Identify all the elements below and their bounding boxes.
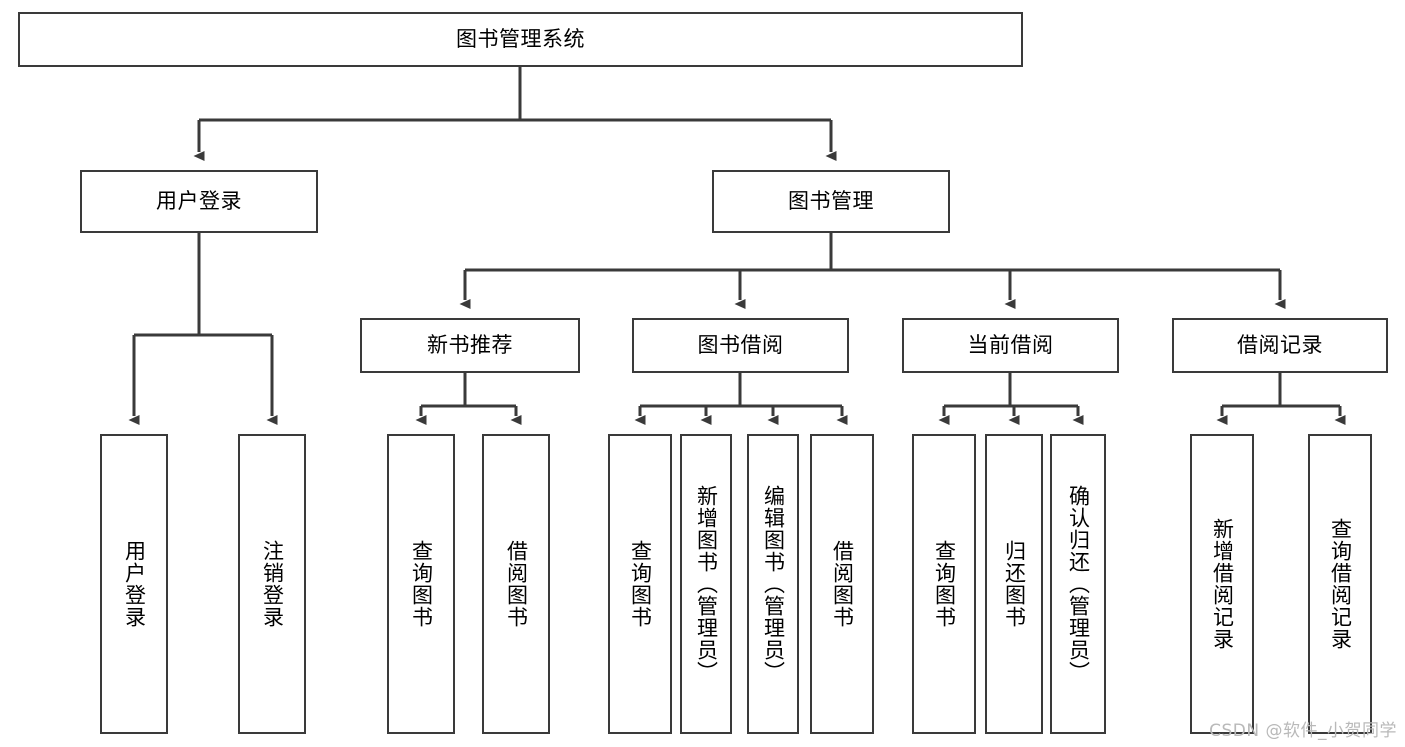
node-user-login[interactable]: 用户登录 [80, 170, 318, 233]
node-label: 查询图书 [932, 540, 957, 628]
leaf-rec-borrow-book[interactable]: 借阅图书 [482, 434, 550, 734]
node-book-manage[interactable]: 图书管理 [712, 170, 950, 233]
node-label: 图书管理系统 [456, 26, 585, 51]
node-label: 新增图书（管理员） [694, 485, 719, 683]
node-root[interactable]: 图书管理系统 [18, 12, 1023, 67]
node-label: 编辑图书（管理员） [761, 485, 786, 683]
node-label: 用户登录 [156, 188, 242, 213]
leaf-brw-borrow-book[interactable]: 借阅图书 [810, 434, 874, 734]
leaf-user-login[interactable]: 用户登录 [100, 434, 168, 734]
node-label: 归还图书 [1002, 540, 1027, 628]
node-label: 用户登录 [122, 540, 147, 628]
node-new-book-recommend[interactable]: 新书推荐 [360, 318, 580, 373]
node-label: 图书借阅 [697, 332, 784, 357]
leaf-rec-add-record[interactable]: 新增借阅记录 [1190, 434, 1254, 734]
node-label: 查询借阅记录 [1328, 518, 1353, 650]
node-label: 新增借阅记录 [1210, 518, 1235, 650]
node-label: 查询图书 [628, 540, 653, 628]
leaf-cur-query-book[interactable]: 查询图书 [912, 434, 976, 734]
leaf-cur-return-book[interactable]: 归还图书 [985, 434, 1043, 734]
node-label: 查询图书 [409, 540, 434, 628]
leaf-brw-query-book[interactable]: 查询图书 [608, 434, 672, 734]
leaf-rec-query-book[interactable]: 查询图书 [387, 434, 455, 734]
node-label: 借阅图书 [504, 540, 529, 628]
node-label: 当前借阅 [967, 332, 1054, 357]
node-current-borrow[interactable]: 当前借阅 [902, 318, 1119, 373]
leaf-rec-query-record[interactable]: 查询借阅记录 [1308, 434, 1372, 734]
node-borrow-record[interactable]: 借阅记录 [1172, 318, 1388, 373]
node-label: 借阅图书 [830, 540, 855, 628]
node-label: 新书推荐 [427, 332, 513, 357]
leaf-user-logout[interactable]: 注销登录 [238, 434, 306, 734]
node-label: 借阅记录 [1237, 332, 1323, 357]
node-book-borrow[interactable]: 图书借阅 [632, 318, 849, 373]
leaf-cur-confirm-return[interactable]: 确认归还（管理员） [1050, 434, 1106, 734]
leaf-brw-edit-book[interactable]: 编辑图书（管理员） [747, 434, 799, 734]
node-label: 注销登录 [260, 540, 285, 628]
node-label: 确认归还（管理员） [1066, 485, 1091, 683]
node-label: 图书管理 [788, 188, 874, 213]
leaf-brw-add-book[interactable]: 新增图书（管理员） [680, 434, 732, 734]
